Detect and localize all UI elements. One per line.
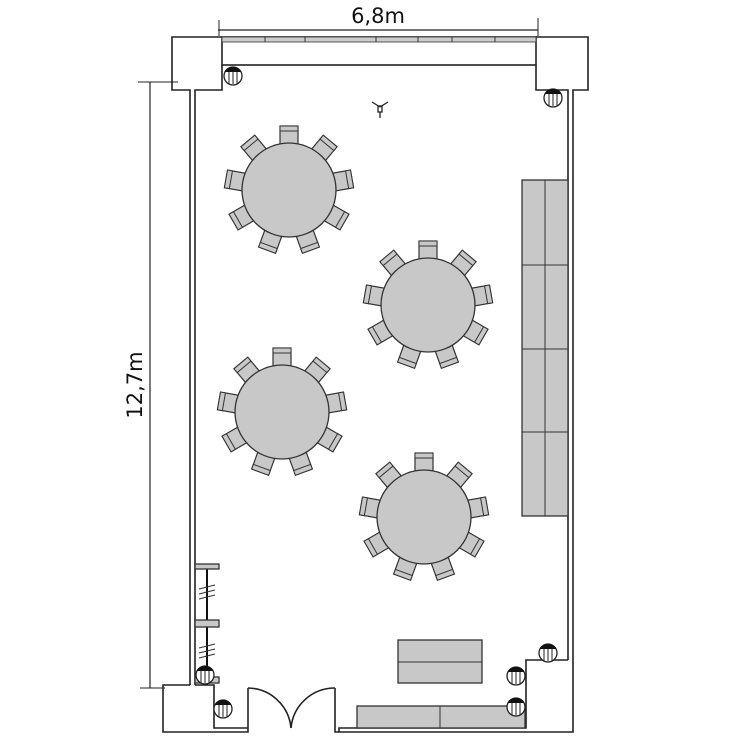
column-icon — [538, 643, 558, 663]
length-label: 12,7m — [123, 351, 147, 418]
double-door[interactable] — [247, 687, 336, 729]
chair — [418, 240, 438, 264]
chair — [414, 452, 434, 476]
bottom-bench — [356, 705, 526, 729]
room-walls — [162, 36, 589, 733]
column-icon — [506, 666, 526, 686]
width-label: 6,8m — [351, 4, 405, 28]
table-top — [241, 142, 337, 238]
column-icon — [506, 697, 526, 717]
length-dimension: 12,7m — [123, 81, 178, 689]
person-icon — [371, 101, 389, 118]
side-bench — [521, 179, 569, 517]
table-top — [376, 469, 472, 565]
round-tables — [216, 125, 494, 581]
round-table-4 — [358, 452, 490, 581]
column-icon — [543, 88, 563, 108]
round-table-1 — [223, 125, 355, 254]
table-top — [380, 257, 476, 353]
buffet-table — [397, 639, 483, 684]
round-table-2 — [362, 240, 494, 369]
column-icon — [223, 66, 243, 86]
column-icon — [195, 665, 215, 685]
round-table-3 — [216, 347, 348, 476]
window — [221, 36, 537, 43]
columns — [195, 66, 563, 719]
width-dimension: 6,8m — [218, 4, 539, 36]
column-icon — [213, 699, 233, 719]
table-top — [234, 364, 330, 460]
